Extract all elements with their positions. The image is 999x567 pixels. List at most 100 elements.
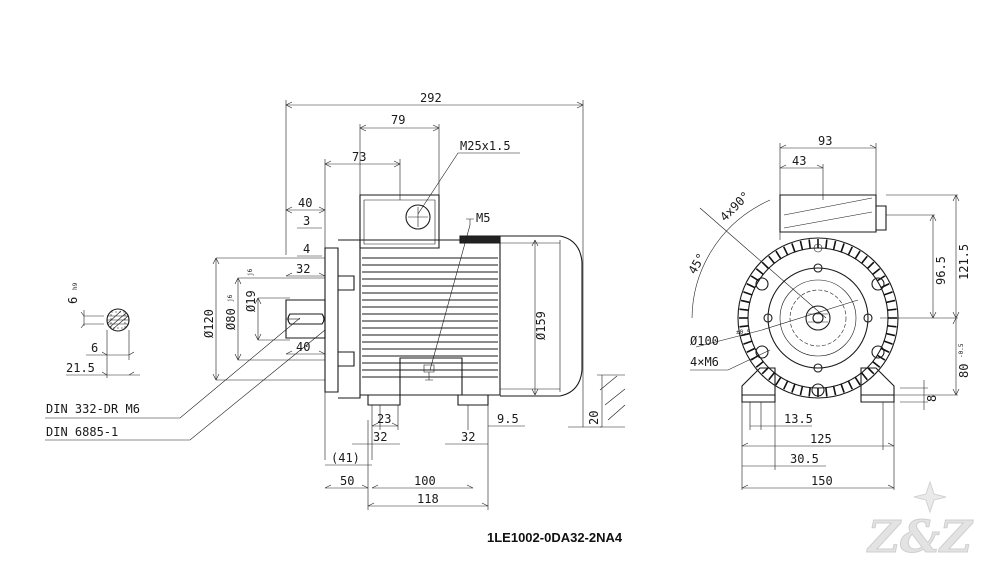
label-earth-thread: M5 xyxy=(476,211,490,225)
radial-fin xyxy=(799,386,804,396)
radial-fin xyxy=(808,239,811,249)
part-number-title: 1LE1002-0DA32-2NA4 xyxy=(487,530,623,545)
callout-din-332: DIN 332-DR M6 xyxy=(46,402,140,416)
radial-fin xyxy=(775,250,782,260)
dim-foot-spacing: 100 xyxy=(414,474,436,488)
end-foot-left xyxy=(741,367,776,396)
dim-foot-span: 125 xyxy=(810,432,832,446)
radial-fin xyxy=(866,261,875,270)
watermark-logo: Z&Z xyxy=(866,512,974,563)
radial-fin xyxy=(783,246,789,256)
radial-fin xyxy=(791,383,796,393)
key-section: 6 h9 6 21.5 xyxy=(66,282,140,378)
label-gland-thread: M25x1.5 xyxy=(460,139,511,153)
dim-foot-pad-margin: 9.5 xyxy=(497,412,519,426)
corner-boss xyxy=(871,345,885,359)
shaft-key xyxy=(287,313,325,325)
side-view: 292 79 73 M25x1.5 40 3 4 32 40 Ø120 xyxy=(45,91,626,510)
radial-fin xyxy=(883,340,893,345)
dim-terminal-box-length: 79 xyxy=(391,113,405,127)
flange-outline xyxy=(324,247,339,393)
radial-fin xyxy=(768,372,775,381)
dim-foot-hole: 13.5 xyxy=(784,412,813,426)
dim-foot-pad-span: 32 xyxy=(373,430,387,444)
radial-fin xyxy=(840,383,845,393)
flange-hole xyxy=(813,263,823,273)
radial-fin xyxy=(743,340,753,345)
label-flange-holes: 4×M6 xyxy=(690,355,719,369)
key-slot-lines xyxy=(107,315,129,325)
radial-fin xyxy=(886,332,896,337)
dim-shaft-height: 80 xyxy=(957,364,971,378)
dim-shaft-diameter-tol: j6 xyxy=(247,268,254,276)
radial-fin xyxy=(739,308,749,311)
foot-pads xyxy=(367,394,489,406)
dim-frame-diameter: Ø159 xyxy=(534,311,548,340)
radial-fin xyxy=(886,299,896,304)
key-depth-label: 21.5 xyxy=(66,361,95,375)
corner-boss xyxy=(871,277,885,291)
dim-flange-spigot-tol: j6 xyxy=(227,294,234,302)
corner-boss xyxy=(755,345,769,359)
radial-fin xyxy=(854,250,861,260)
dim-height-total: 121.5 xyxy=(957,244,971,280)
end-view: 93 43 45° 4x90° xyxy=(685,134,971,490)
dim-shoulder-step: 3 xyxy=(303,214,310,228)
radial-fin xyxy=(755,361,764,368)
radial-fin xyxy=(755,268,764,275)
key-height-tol: h9 xyxy=(72,282,79,290)
dim-flange-spigot: Ø80 xyxy=(224,308,238,330)
radial-fin xyxy=(775,376,782,386)
dim-foot-width: 150 xyxy=(811,474,833,488)
shaft-end xyxy=(805,305,831,331)
dim-foot-pad-width: 23 xyxy=(377,412,391,426)
dim-shaft-shoulder: 40 xyxy=(298,196,312,210)
dim-angle: 45° xyxy=(685,251,708,277)
radial-fin xyxy=(866,366,875,375)
radial-fin xyxy=(746,347,756,353)
radial-fin xyxy=(743,291,753,296)
radial-fin xyxy=(825,387,828,397)
end-fins xyxy=(739,239,897,397)
dim-pitch-circle-tol: ±0.5 xyxy=(736,329,751,336)
corner-boss xyxy=(755,277,769,291)
radial-fin xyxy=(872,268,881,275)
radial-fin xyxy=(861,372,868,381)
radial-fin xyxy=(783,380,789,390)
dim-box-width: 93 xyxy=(818,134,832,148)
radial-fin xyxy=(832,240,837,250)
dim-foot-height: 20 xyxy=(587,411,601,425)
dim-foot-thickness: 8 xyxy=(925,395,939,402)
radial-fin xyxy=(825,239,828,249)
radial-fin xyxy=(880,283,890,289)
flange-face xyxy=(767,267,869,369)
radial-fin xyxy=(847,246,853,256)
radial-fin xyxy=(746,283,756,289)
radial-fin xyxy=(840,243,845,253)
dim-shaft-height-tol: -0.5 xyxy=(958,343,965,358)
radial-fin xyxy=(861,255,868,264)
key-height-label: 6 xyxy=(66,297,80,304)
dim-foot-distance: (41) xyxy=(331,451,360,465)
cooling-fins xyxy=(362,257,498,378)
dim-shaft-length: 32 xyxy=(296,262,310,276)
radial-fin xyxy=(887,308,897,311)
radial-fin xyxy=(761,366,770,375)
cable-gland xyxy=(405,204,431,230)
dim-shaft-to-foot: 50 xyxy=(340,474,354,488)
radial-fin xyxy=(768,255,775,264)
radial-fin xyxy=(808,387,811,397)
dim-box-rotation: 4x90° xyxy=(717,189,752,224)
dim-shaft-diameter: Ø19 xyxy=(244,290,258,312)
dim-height-axis: 96.5 xyxy=(934,256,948,285)
radial-fin xyxy=(799,240,804,250)
key-width-label: 6 xyxy=(91,341,98,355)
terminal-box xyxy=(359,194,440,249)
radial-fin xyxy=(883,291,893,296)
dim-pitch-circle: Ø100 xyxy=(690,334,719,348)
dim-foot-overall: 118 xyxy=(417,492,439,506)
dim-flange-outer: Ø120 xyxy=(202,309,216,338)
dim-shaft-step: 4 xyxy=(303,242,310,256)
flange-hole xyxy=(813,363,823,373)
